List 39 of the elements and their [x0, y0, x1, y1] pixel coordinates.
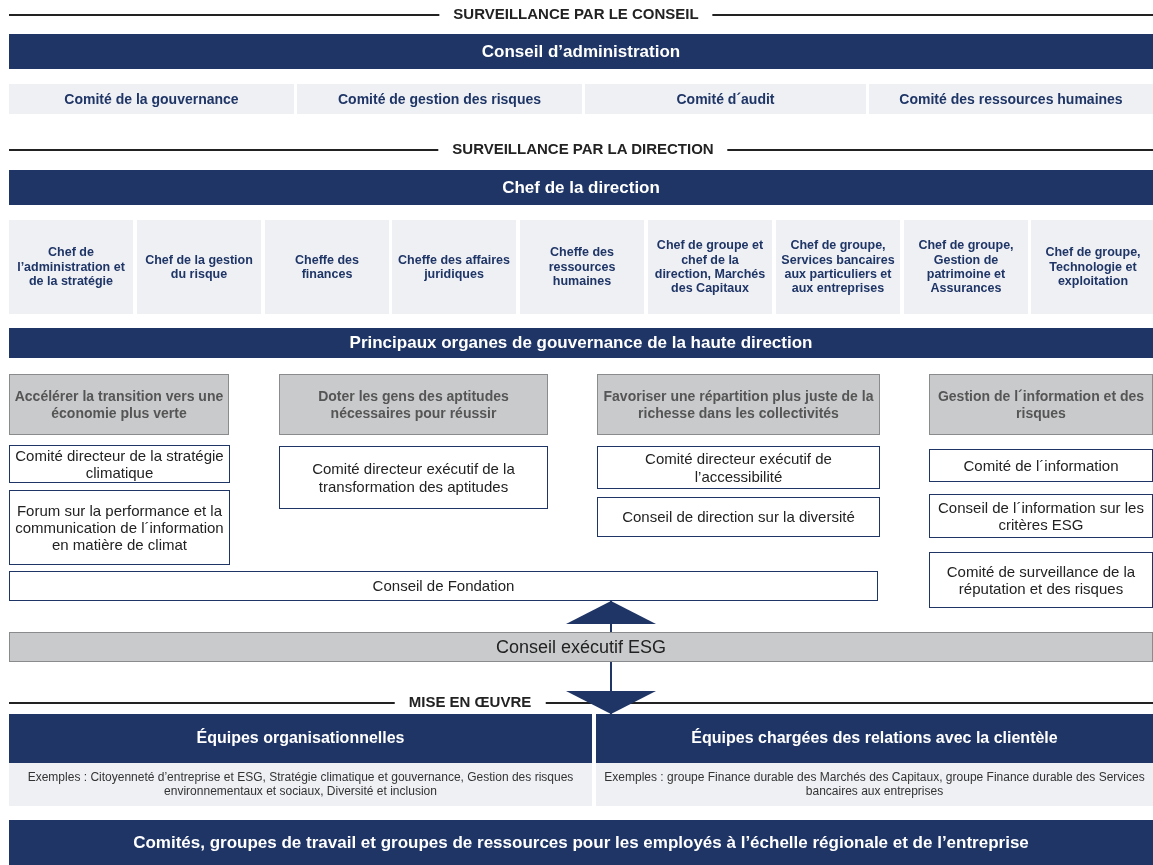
panel-text: Exemples : groupe Finance durable des Marchés des Capitaux, groupe Finance durable des Services bancaires aux entreprises	[596, 763, 1153, 806]
theme-box: Favoriser une répartition plus juste de la richesse dans les collectivités	[597, 374, 880, 435]
executive-box: Chef de groupe, Technologie et exploitation	[1031, 220, 1153, 314]
committee-box: Comité des ressources humaines	[869, 84, 1153, 114]
header-bar: Conseil d’administration	[9, 34, 1153, 69]
header-bar: Principaux organes de gouvernance de la haute direction	[9, 328, 1153, 358]
committee-box: Comité de gestion des risques	[297, 84, 582, 114]
committee-box: Comité d´audit	[585, 84, 866, 114]
executive-box: Chef de la gestion du risque	[137, 220, 261, 314]
committee-box: Forum sur la performance et la communication de l´information en matière de climat	[9, 490, 230, 565]
theme-box: Accélérer la transition vers une économie plus verte	[9, 374, 229, 435]
panel-text: Exemples : Citoyenneté d’entreprise et ESG, Stratégie climatique et gouvernance, Gestion des risques environnementaux et sociaux, Diversité et inclusion	[9, 763, 592, 806]
panel-heading: Équipes chargées des relations avec la clientèle	[596, 714, 1153, 763]
council-bar: Conseil exécutif ESG	[9, 632, 1153, 662]
team-panel	[596, 714, 1153, 806]
arrow	[566, 600, 656, 633]
panel-heading: Équipes organisationnelles	[9, 714, 592, 763]
executive-box: Cheffe des affaires juridiques	[392, 220, 516, 314]
executive-box: Cheffe des finances	[265, 220, 389, 314]
committee-box: Comité de la gouvernance	[9, 84, 294, 114]
committee-box: Conseil de direction sur la diversité	[597, 497, 880, 537]
header-bar: Comités, groupes de travail et groupes de ressources pour les employés à l’échelle régionale et de l’entreprise	[9, 820, 1153, 865]
committee-box: Conseil de Fondation	[9, 571, 878, 601]
executive-box: Chef de groupe, Gestion de patrimoine et Assurances	[904, 220, 1028, 314]
arrow	[566, 661, 656, 715]
theme-box: Gestion de l´information et des risques	[929, 374, 1153, 435]
committee-box: Comité directeur exécutif de la transformation des aptitudes	[279, 446, 548, 509]
theme-box: Doter les gens des aptitudes nécessaires pour réussir	[279, 374, 548, 435]
committee-box: Comité de l´information	[929, 449, 1153, 482]
executive-box: Chef de l’administration et de la stratégie	[9, 220, 133, 314]
committee-box: Comité directeur exécutif de l’accessibilité	[597, 446, 880, 489]
executive-box: Cheffe des ressources humaines	[520, 220, 644, 314]
executive-box: Chef de groupe, Services bancaires aux particuliers et aux entreprises	[776, 220, 900, 314]
committee-box: Conseil de l´information sur les critères ESG	[929, 494, 1153, 538]
team-panel	[9, 714, 592, 806]
committee-box: Comité directeur de la stratégie climatique	[9, 445, 230, 483]
committee-box: Comité de surveillance de la réputation et des risques	[929, 552, 1153, 608]
executive-box: Chef de groupe et chef de la direction, Marchés des Capitaux	[648, 220, 772, 314]
header-bar: Chef de la direction	[9, 170, 1153, 205]
